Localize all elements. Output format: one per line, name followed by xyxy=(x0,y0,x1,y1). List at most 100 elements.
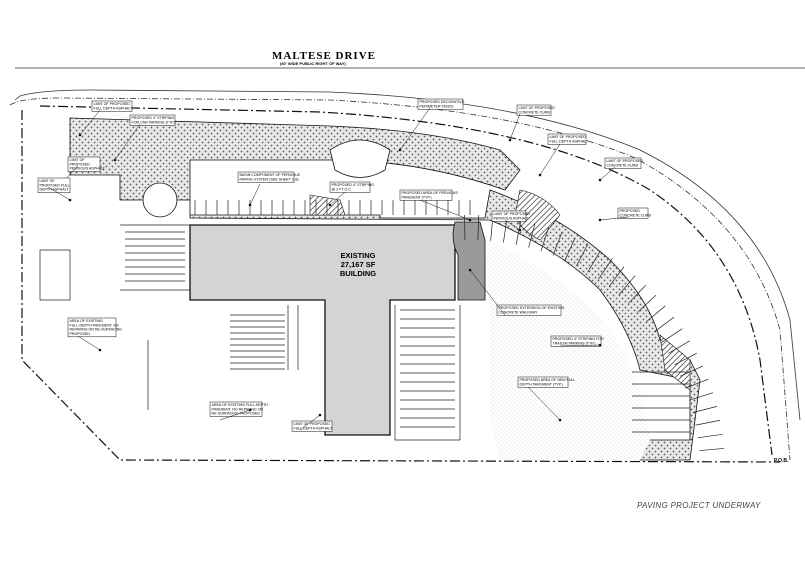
callout-leader xyxy=(79,109,101,136)
callout-text: FULL DEPTH ASPHALT xyxy=(94,106,134,110)
callout-leader xyxy=(219,409,251,421)
callout-text: LIMIT OF PROPOSED xyxy=(519,106,556,110)
building-label-line3: BUILDING xyxy=(340,269,376,278)
callout-text: CONCRETE CURB xyxy=(607,163,639,167)
callout-dot xyxy=(248,408,252,412)
callout-text: LIMIT OF PROPOSED xyxy=(494,212,531,216)
callout-dot xyxy=(538,173,542,177)
callout-dot xyxy=(78,133,82,137)
callout-text: FULL DEPTH ASPHALT xyxy=(294,426,334,430)
callout-dot xyxy=(98,348,102,352)
callout-text: PERVIOUS ASPHALT xyxy=(70,167,106,171)
callout-box xyxy=(237,171,295,183)
callout-box xyxy=(550,335,602,347)
callout-text: @ 2 FT O.C. xyxy=(332,187,352,191)
callout-text: BASIN COMPONENT OF PERVIOUS xyxy=(240,173,301,177)
callout-box xyxy=(67,317,117,338)
callout-dot xyxy=(68,198,72,202)
property-boundary xyxy=(21,105,781,463)
parking-stripe-arc xyxy=(515,220,522,245)
callout-leader xyxy=(399,107,431,151)
callout-text: PROPOSED 4" STRIPING xyxy=(332,183,375,187)
callout-text: LIMIT OF PROPOSED xyxy=(607,159,644,163)
hatched-island-1 xyxy=(309,194,346,216)
building-label-line1: EXISTING xyxy=(340,251,375,260)
street-name: MALTESE DRIVE xyxy=(272,50,376,62)
callout-text: RE-SURFACING PROPOSED. xyxy=(212,412,262,416)
parking-stripe-arc xyxy=(661,328,683,343)
callout-leader xyxy=(114,123,141,161)
callout-text: LIMIT OF PROPOSED xyxy=(550,135,587,139)
callout-box xyxy=(516,104,552,116)
callout-text: FULL DEPTH ASPHALT xyxy=(550,139,590,143)
callout-leader xyxy=(527,386,561,421)
callout-dot xyxy=(598,343,602,347)
callout-dot xyxy=(508,138,512,142)
callout-box xyxy=(517,376,569,388)
callout-leader xyxy=(559,344,601,347)
parking-stripe-arc xyxy=(695,419,721,426)
parking-stripe-arc xyxy=(564,237,576,261)
callout-text: CONCRETE CURB xyxy=(519,110,551,114)
parking-stripe-arc xyxy=(692,406,718,413)
callout-leader xyxy=(509,113,521,141)
parking-stripe-arc xyxy=(699,448,725,451)
parking-stripe-arc xyxy=(697,433,723,439)
callout-box xyxy=(91,100,133,112)
callout-leader xyxy=(419,199,471,221)
street-lines xyxy=(9,67,805,461)
hatched-island-3 xyxy=(659,334,691,391)
full-depth-pavement-east xyxy=(485,240,650,460)
callout-text: PROPOSED. xyxy=(70,332,91,336)
parking-stripe-arc xyxy=(576,243,589,267)
parking-stripe-arc xyxy=(587,250,601,273)
callout-text: FULL-DEPTH PAVEMENT. NO xyxy=(70,323,120,327)
concrete-walkway xyxy=(452,221,486,301)
street-row-note: (60' WIDE PUBLIC RIGHT OF WAY) xyxy=(280,61,346,66)
callout-text: PROPOSED 4" STRIPING FOR xyxy=(553,337,605,341)
parking-stripe-arc xyxy=(684,378,709,389)
pob-marker: P.O.B. xyxy=(774,458,789,464)
parking-stripe-arc xyxy=(618,275,636,295)
parking-stripe-arc xyxy=(464,215,466,241)
parking-stripe-arc xyxy=(598,258,613,280)
callout-text: CONCRETE WALKWAY xyxy=(499,310,539,314)
callout-dot xyxy=(328,203,332,207)
callout-text: PERVIOUS ASPHALT xyxy=(494,216,530,220)
callout-box xyxy=(129,114,176,126)
callout-text: PROPOSED DECORATIVE xyxy=(420,100,465,104)
callout-text: CONCRETE CURB xyxy=(620,213,652,217)
parking-stripes xyxy=(125,200,725,451)
callout-text: LIMIT OF xyxy=(40,179,56,183)
callout-text: PROPOSED AREA OF NEW FULL xyxy=(520,378,576,382)
parking-stripe-arc xyxy=(608,266,625,287)
callout-box xyxy=(37,177,71,193)
callout-leader xyxy=(504,219,521,231)
callout-dot xyxy=(318,413,322,417)
callout-text: PAVEMENT (TYP.) xyxy=(402,195,432,199)
callout-text: FOR CAR PARKING (TYP.) xyxy=(132,120,176,124)
callout-text: PAVEMENT. NO REPAVING OR xyxy=(212,407,264,411)
parking-stripe-arc xyxy=(628,284,646,304)
callout-dot xyxy=(468,218,472,222)
interior-lot-lines xyxy=(39,224,461,441)
parking-stripe-arc xyxy=(477,215,480,241)
callout-leader xyxy=(249,183,261,206)
parking-stripe-arc xyxy=(679,365,704,377)
drawing-caption: PAVING PROJECT UNDERWAY xyxy=(637,501,761,510)
callout-box xyxy=(399,189,453,201)
callout-leader xyxy=(329,191,346,206)
callout-box xyxy=(617,207,649,219)
